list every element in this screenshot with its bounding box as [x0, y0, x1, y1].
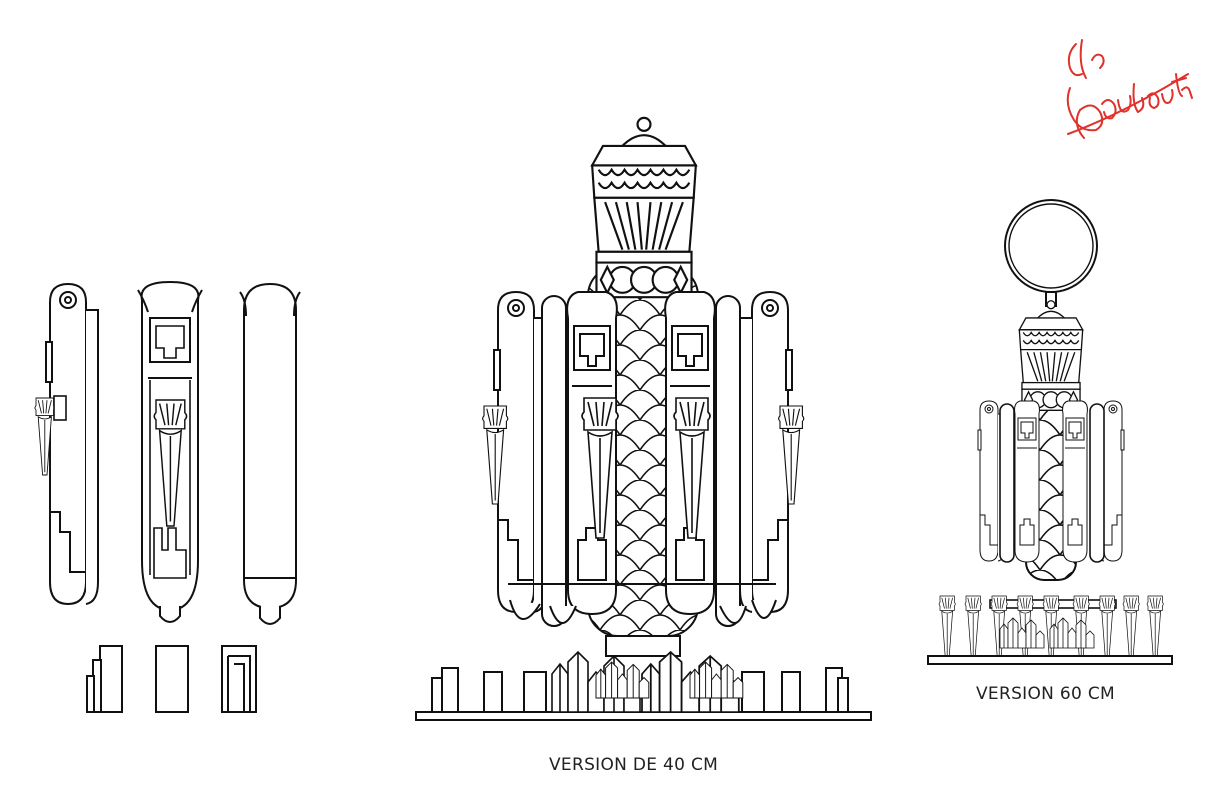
version-60cm-drawing: [927, 199, 1173, 665]
plan-details: [86, 645, 257, 713]
front-view: [137, 280, 203, 623]
version-40cm-drawing: [415, 116, 872, 721]
caption-version-40cm: VERSION DE 40 CM: [549, 755, 719, 775]
back-view: [239, 282, 301, 625]
brand-logo: [1066, 39, 1193, 139]
side-view-left: [34, 283, 99, 605]
caption-version-60cm: VERSION 60 CM: [976, 684, 1115, 704]
